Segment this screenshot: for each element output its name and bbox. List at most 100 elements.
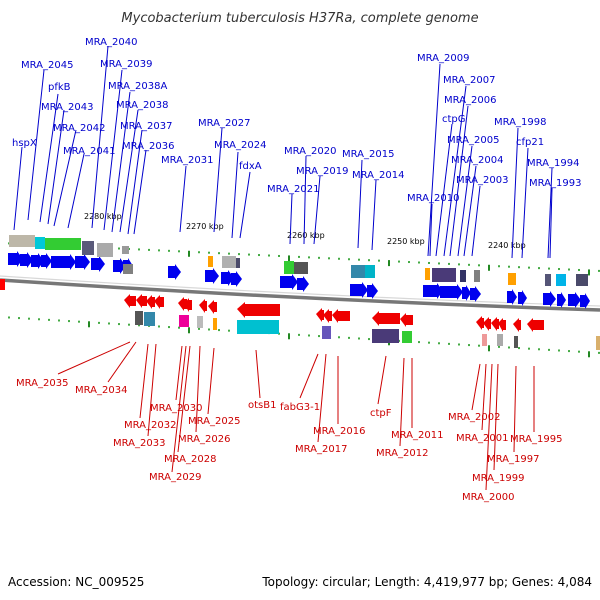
tick-dot [428, 341, 430, 344]
tick-dot [408, 261, 410, 264]
leader-line [103, 69, 123, 231]
gene-label: MRA_2011 [391, 430, 443, 441]
tick-dot [228, 252, 230, 255]
tick-dot [238, 253, 240, 256]
tick-dot [488, 264, 490, 271]
tick-dot [38, 318, 40, 321]
feature-block [45, 238, 81, 250]
tick-dot [338, 336, 340, 339]
gene-arrow [113, 258, 126, 274]
gene-label: MRA_1999 [472, 473, 524, 484]
leader-line [175, 345, 183, 401]
gene-label: MRA_2006 [444, 95, 496, 106]
feature-block [237, 320, 279, 334]
gene-label: MRA_1995 [510, 434, 562, 445]
tick-dot [28, 317, 30, 320]
leader-line [255, 349, 261, 399]
gene-arrow [178, 297, 187, 311]
tick-dot [288, 255, 290, 262]
leader-line [443, 85, 467, 257]
feature-block [514, 336, 518, 348]
tick-dot [458, 263, 460, 266]
tick-dot [548, 348, 550, 351]
gene-label: MRA_2003 [456, 175, 508, 186]
gene-label: MRA_2002 [448, 412, 500, 423]
leader-line [371, 179, 377, 251]
leader-line [207, 347, 215, 415]
gene-arrow [41, 253, 52, 269]
leader-line [471, 363, 481, 411]
kbp-tick-label: 2270 kbp [186, 222, 224, 231]
gene-label: MRA_2021 [267, 184, 319, 195]
leader-line [231, 151, 239, 239]
tick-dot [158, 249, 160, 252]
tick-dot [538, 267, 540, 270]
tick-dot [248, 253, 250, 256]
gene-arrow [543, 291, 556, 307]
leader-line [195, 345, 201, 433]
tick-dot [378, 259, 380, 262]
feature-block [135, 311, 143, 325]
gene-label: MRA_2043 [41, 102, 93, 113]
tick-dot [8, 316, 10, 319]
feature-block [402, 331, 412, 343]
tick-dot [178, 250, 180, 253]
tick-dot [138, 248, 140, 251]
tick-dot [318, 335, 320, 338]
tick-dot [48, 318, 50, 321]
leader-line [457, 145, 473, 257]
leader-line [429, 203, 433, 257]
tick-dot [468, 263, 470, 266]
gene-arrow [280, 274, 298, 290]
gene-label: MRA_1994 [527, 158, 579, 169]
tick-dot [98, 321, 100, 324]
gene-arrow [350, 282, 368, 298]
tick-dot [168, 326, 170, 329]
gene-label: MRA_2036 [122, 141, 174, 152]
top-strand-genes [8, 251, 590, 309]
gene-arrow [91, 256, 105, 272]
gene-label: fabG3-1 [280, 402, 320, 413]
feature-block [460, 270, 466, 282]
tick-dot [498, 345, 500, 348]
leader-line [91, 45, 109, 229]
gene-label: MRA_2032 [124, 420, 176, 431]
leader-line [513, 365, 517, 453]
tick-dot [78, 320, 80, 323]
tick-dot [178, 326, 180, 329]
gene-arrow [372, 311, 400, 326]
tick-dot [358, 258, 360, 261]
leader-line [481, 363, 487, 431]
leader-line [171, 345, 187, 473]
gene-arrow [332, 309, 350, 323]
tick-dot [358, 337, 360, 340]
leader-line [139, 343, 149, 419]
tick-dot [218, 252, 220, 255]
gene-arrow [483, 317, 491, 331]
tick-dot [298, 333, 300, 336]
gene-arrow [31, 253, 44, 269]
gene-label: MRA_2040 [85, 37, 137, 48]
gene-label: MRA_2030 [150, 403, 202, 414]
gene-label: MRA_2009 [417, 53, 469, 64]
gene-label: fdxA [239, 161, 262, 172]
gene-arrow [367, 283, 378, 299]
gene-label: MRA_2000 [462, 492, 514, 503]
accession-text: Accession: NC_009525 [8, 575, 144, 589]
gene-arrow [154, 295, 164, 309]
gene-label: MRA_2001 [456, 433, 508, 444]
kbp-tick-label: 2260 kbp [287, 231, 325, 240]
feature-block [179, 315, 189, 327]
leader-line [303, 155, 307, 245]
gene-arrow [316, 308, 324, 322]
leader-line [399, 357, 405, 447]
gene-arrow [168, 264, 181, 280]
gene-label: MRA_2035 [16, 378, 68, 389]
gene-label: MRA_2016 [313, 426, 365, 437]
tick-dot [458, 343, 460, 346]
leader-line [133, 149, 147, 235]
feature-block [197, 316, 203, 328]
feature-block [294, 262, 308, 274]
gene-label: MRA_2020 [284, 146, 336, 157]
tick-dot [568, 268, 570, 271]
